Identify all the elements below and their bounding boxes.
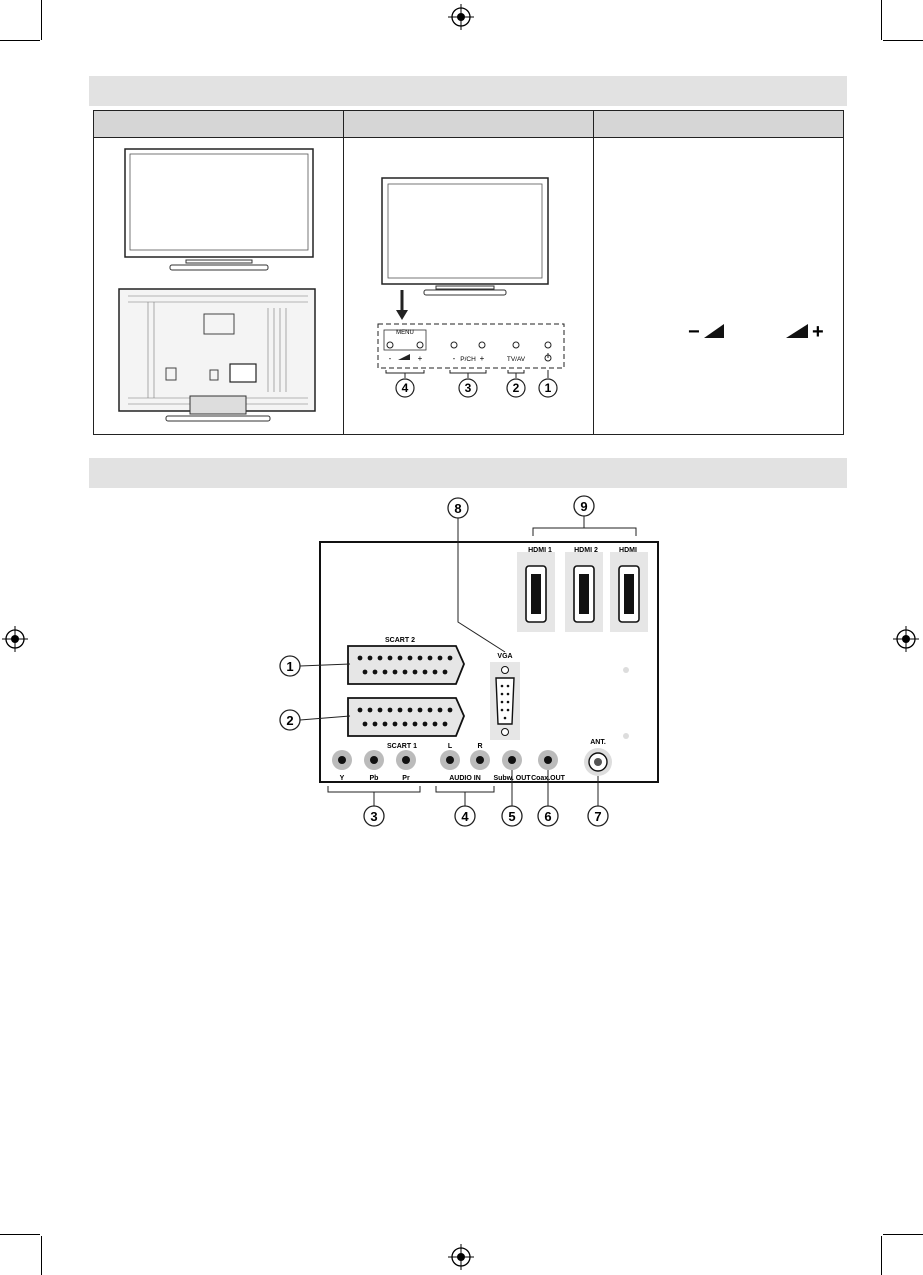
crop-mark [0,40,40,41]
hdmi-port [610,552,648,632]
crop-mark [883,1234,923,1235]
rca-jack [502,750,522,770]
pch-minus-label: - [453,354,456,363]
tv-back-illustration [118,288,316,422]
rca-jack [396,750,416,770]
registration-mark-icon [893,626,919,652]
hdmi2-label: HDMI 2 [574,547,598,554]
table-header-cell [93,110,344,138]
registration-mark-icon [448,1244,474,1270]
rca-jack [364,750,384,770]
description-cell: − + [593,137,844,435]
control-panel-diagram: MENU - + - P/CH + TV/AV [377,177,565,398]
callout-number: 3 [370,809,377,824]
scart-port [347,697,465,737]
power-icon [544,353,552,362]
hdmi-port [565,552,603,632]
crop-mark [881,0,882,40]
rca-jack [470,750,490,770]
callout-number: 8 [454,501,461,516]
rca-jack [332,750,352,770]
registration-mark-icon [2,626,28,652]
callout-number: 6 [544,809,551,824]
callout-number: 2 [286,713,293,728]
overview-table: MENU - + - P/CH + TV/AV [93,110,844,435]
component-pr-label: Pr [402,775,410,782]
callout-number: 5 [508,809,515,824]
control-buttons-cell: MENU - + - P/CH + TV/AV [343,137,594,435]
hdmi-port [517,552,555,632]
rca-jack [440,750,460,770]
callout-number: 3 [465,381,472,395]
tvav-label: TV/AV [507,356,526,363]
table-header-row [93,110,844,138]
section-header-bar [89,76,847,106]
crop-mark [41,1236,42,1275]
callout-number: 4 [461,809,469,824]
scart-port [347,645,465,685]
vol-minus-label: - [389,354,392,363]
volume-minus-symbol: − [688,321,700,342]
audio-l-label: L [448,743,453,750]
vol-plus-label: + [418,354,423,363]
antenna-port [584,748,612,776]
connections-diagram: 8 9 HDMI 1 HDMI 2 HDMI SCART 2 [279,495,659,827]
section-header-bar [89,458,847,488]
registration-mark-icon [448,4,474,30]
callout-number: 1 [286,659,293,674]
vga-port [490,662,520,740]
component-pb-label: Pb [370,775,379,782]
pch-label: P/CH [460,356,476,363]
callout-number: 9 [580,499,587,514]
table-row: MENU - + - P/CH + TV/AV [93,137,844,435]
callout-number: 2 [513,381,520,395]
crop-mark [883,40,923,41]
table-header-cell [343,110,594,138]
hdmi3-label: HDMI [619,547,637,554]
crop-mark [41,0,42,40]
volume-up-icon [786,324,808,338]
scart2-label: SCART 2 [385,637,415,644]
component-y-label: Y [340,775,345,782]
rca-jack [538,750,558,770]
volume-symbols: − + [688,321,824,342]
callout-number: 4 [402,381,409,395]
tv-views-cell [93,137,344,435]
audio-r-label: R [477,743,482,750]
table-header-cell [593,110,844,138]
vga-label: VGA [497,653,512,660]
tv-front-illustration [124,148,314,271]
crop-mark [0,1234,40,1235]
scart1-label: SCART 1 [387,743,417,750]
audio-in-label: AUDIO IN [449,775,481,782]
volume-down-icon [704,324,724,338]
volume-ramp-icon [398,354,410,360]
menu-label: MENU [396,330,414,336]
pch-plus-label: + [480,354,485,363]
callout-number: 7 [594,809,601,824]
callout-number: 1 [545,381,552,395]
crop-mark [881,1236,882,1275]
volume-plus-symbol: + [812,321,824,342]
hdmi1-label: HDMI 1 [528,547,552,554]
ant-label: ANT. [590,739,606,746]
